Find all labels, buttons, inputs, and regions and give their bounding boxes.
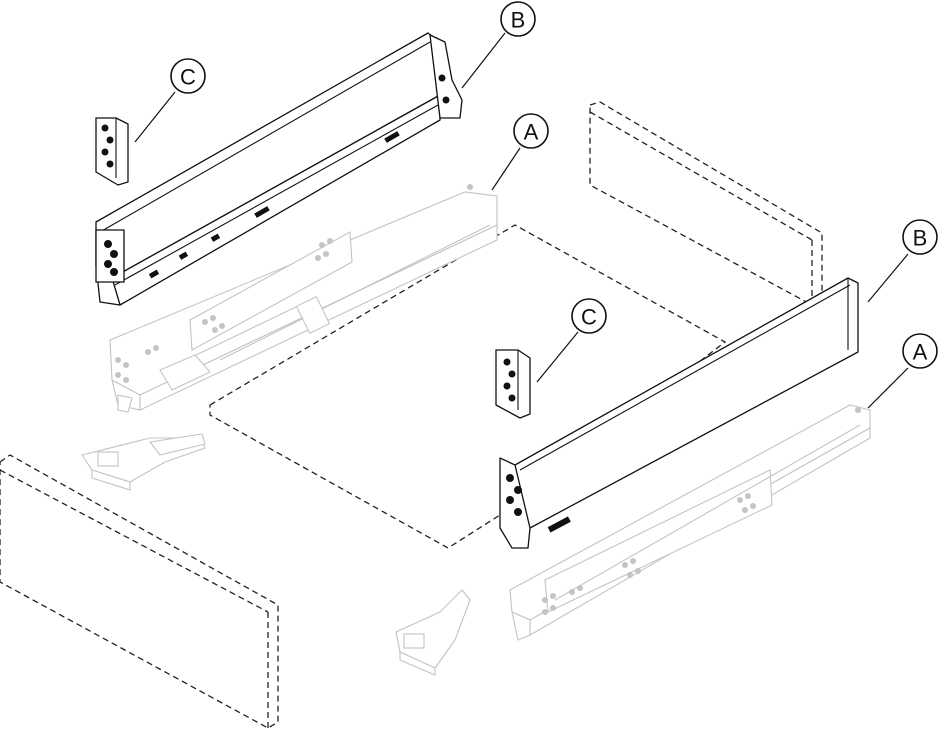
locking-device-left-ghost: [81, 433, 206, 491]
callout-b-top-label: B: [511, 8, 526, 33]
runner-right-ghost: [509, 404, 871, 641]
callout-a-right-label: A: [913, 340, 928, 365]
drawer-side-right: [499, 277, 859, 549]
callout-a-top: A: [513, 113, 549, 149]
rear-bracket-top: [95, 117, 129, 186]
back-panel-outline: [589, 101, 823, 306]
callout-b-top: B: [500, 1, 536, 37]
callout-c-top-label: C: [180, 65, 196, 90]
callout-a-right: A: [902, 333, 938, 369]
callout-c-middle-label: C: [581, 305, 597, 330]
locking-device-right-ghost: [395, 589, 471, 676]
callout-b-right-label: B: [913, 226, 928, 251]
callout-b-right: B: [902, 219, 938, 255]
callout-a-top-label: A: [524, 120, 539, 145]
callout-c-middle: C: [571, 298, 607, 334]
bottom-panel-outline: [209, 224, 727, 549]
rear-bracket-middle: [495, 349, 531, 419]
leader-lines: [134, 32, 909, 409]
runner-left-ghost: [109, 184, 498, 413]
callout-c-top: C: [170, 58, 206, 94]
drawer-side-top: [95, 32, 463, 306]
front-panel-outline: [0, 454, 279, 729]
